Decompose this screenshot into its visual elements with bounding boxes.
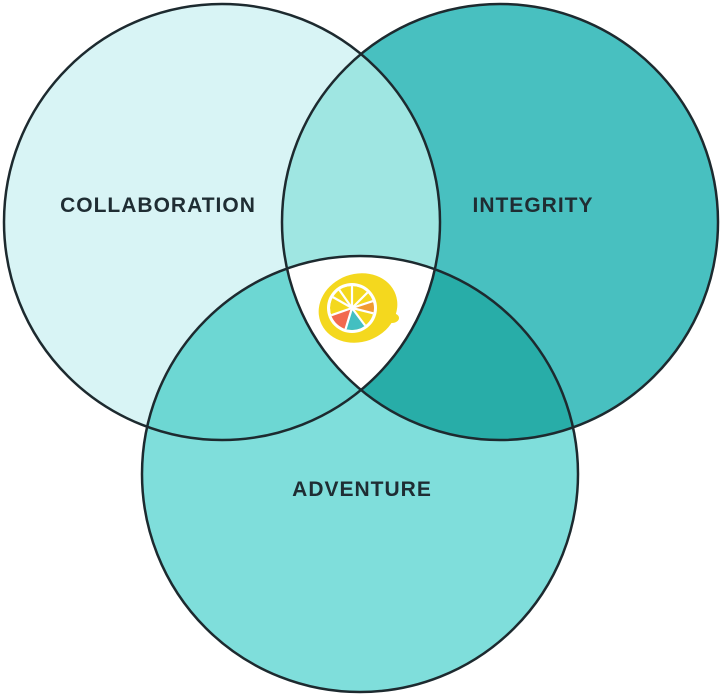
overlap-collaboration-adventure: [142, 256, 440, 440]
lemon-logo-icon: [318, 273, 399, 343]
circle-collaboration-outline: [2, 2, 442, 442]
circle-integrity-outline: [280, 2, 720, 442]
circle-adventure-outline: [140, 254, 580, 694]
overlap-integrity-adventure: [282, 256, 578, 440]
label-integrity: INTEGRITY: [472, 194, 593, 217]
label-collaboration: COLLABORATION: [60, 194, 256, 217]
label-adventure: ADVENTURE: [292, 478, 432, 501]
